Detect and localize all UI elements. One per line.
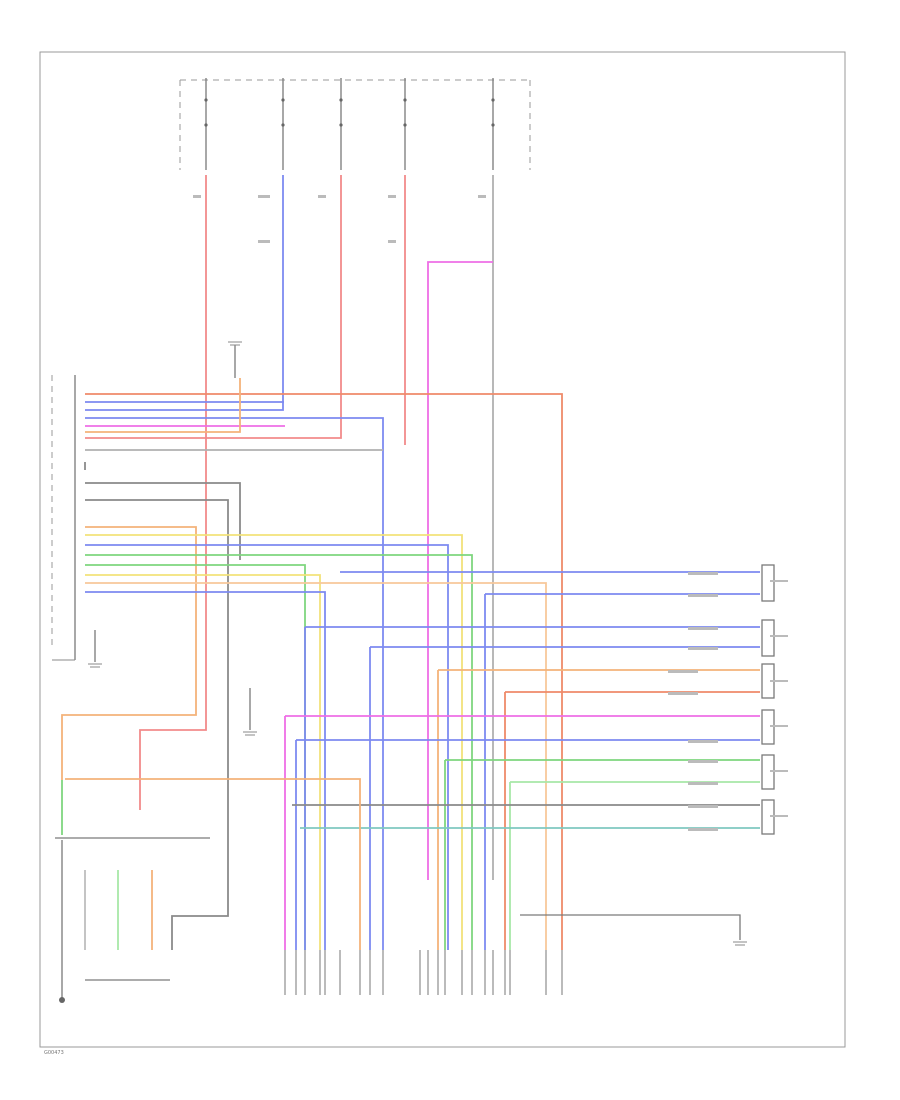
fuse-feed-wires (85, 175, 494, 880)
diagram-frame (39, 51, 846, 1048)
bottom-connector-pins (284, 950, 563, 995)
ground-symbol-center (243, 688, 257, 736)
speaker-symbols (761, 564, 775, 835)
module-output-wires (84, 378, 563, 950)
fuse-block (179, 78, 531, 170)
fuse-symbols (204, 98, 495, 127)
control-module (51, 375, 76, 661)
ground-symbol-upper (228, 341, 242, 378)
ground-symbol-right (520, 914, 747, 946)
figure-id: G00473 (44, 1050, 64, 1056)
speaker-wires (65, 571, 760, 950)
ground-symbol-module (88, 630, 102, 668)
lower-left-components (55, 780, 210, 1003)
label-marks (193, 195, 788, 831)
